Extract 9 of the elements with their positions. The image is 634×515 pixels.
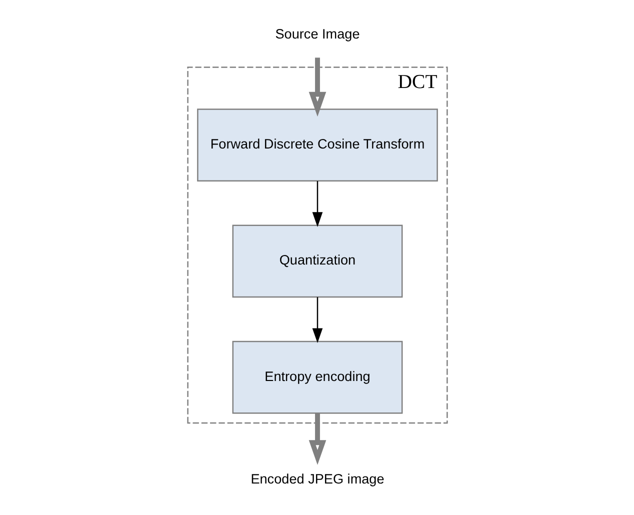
arrow	[312, 181, 322, 227]
arrow	[308, 414, 326, 465]
arrow	[308, 58, 326, 117]
node-box: Entropy encoding	[232, 340, 402, 414]
node-text: Encoded JPEG image	[250, 471, 384, 486]
node-box: Quantization	[232, 224, 402, 298]
arrow	[312, 297, 322, 344]
node-text: Source Image	[274, 26, 360, 42]
node-box: Forward Discrete Cosine Transform	[196, 108, 438, 182]
